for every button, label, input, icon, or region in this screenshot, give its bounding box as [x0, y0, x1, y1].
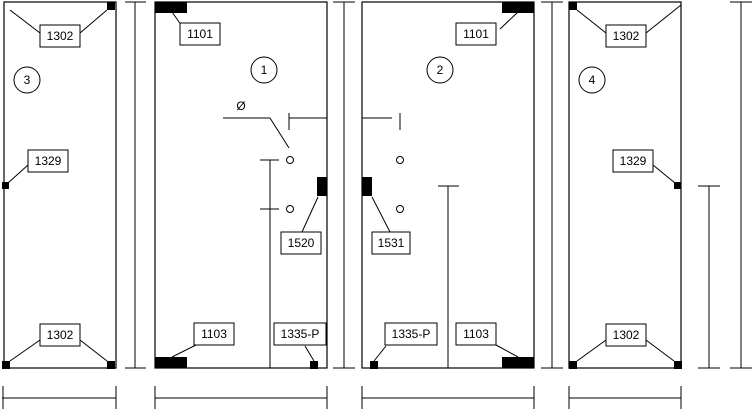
panel-1-bottom-pivot: [155, 357, 187, 368]
panel-1-latch-label: 1520: [288, 236, 315, 250]
panel-2-top-pivot-tag: [455, 22, 497, 46]
panel-3-number: 3: [24, 73, 31, 87]
panel-2-number: 2: [437, 63, 444, 77]
panel-4: 4 1302 1329 1302: [568, 1, 682, 369]
panel-1-strike-plate: [310, 361, 318, 369]
panel-4-top-patch-tag: [605, 24, 647, 48]
panel-2-top-pivot: [502, 2, 534, 13]
panel-1-strike-plate-label: 1335-P: [281, 327, 320, 341]
panel-2-strike-plate: [370, 361, 378, 369]
panel-4-top-left-patch: [569, 2, 577, 10]
panel-4-top-patch-label: 1302: [613, 29, 640, 43]
panel-3-side-clamp-tag: [27, 149, 69, 173]
panel-2-latch: [362, 177, 372, 196]
panel-3-side-clamp: [2, 182, 9, 189]
panel-1-handle-hole-upper: [286, 156, 294, 164]
panel-2-strike-plate-tag: [384, 322, 438, 346]
panel-3-bottom-patch-label: 1302: [47, 328, 74, 342]
panel-2-bottom-pivot-label: 1103: [463, 327, 489, 341]
panel-1-handle-hole-lower: [286, 205, 294, 213]
panel-3-number-circle: [13, 66, 41, 94]
panel-2-handle-hole-lower: [396, 205, 404, 213]
panel-3-bottom-right-patch: [107, 361, 115, 369]
panel-3: 3 1302 1329 1302: [2, 1, 117, 369]
panel-2-top-pivot-label: 1101: [463, 27, 489, 41]
panel-1-bottom-pivot-tag: [193, 322, 235, 346]
panel-2-latch-tag: [371, 231, 411, 255]
panel-2-bottom-pivot-tag: [455, 322, 497, 346]
panel-1-diameter-symbol: Ø: [236, 99, 245, 113]
panel-2-strike-plate-label: 1335-P: [392, 327, 431, 341]
panel-4-number: 4: [589, 73, 596, 87]
panel-4-bottom-patch-label: 1302: [613, 328, 640, 342]
panel-2-bottom-pivot: [502, 357, 534, 368]
panel-3-top-right-patch: [107, 2, 115, 10]
panel-1-top-pivot: [155, 2, 187, 13]
panel-4-bottom-left-patch: [569, 361, 577, 369]
panel-4-side-clamp-tag: [612, 149, 654, 173]
panel-3-glass: [3, 1, 117, 369]
panel-2: 2 1101 1531 1335-P 1103: [361, 1, 535, 369]
panel-1-number-circle: [250, 56, 278, 84]
panel-3-side-clamp-label: 1329: [35, 154, 62, 168]
panel-4-number-circle: [578, 66, 606, 94]
panel-3-bottom-patch-tag: [39, 323, 81, 347]
panel-3-top-patch-label: 1302: [47, 29, 74, 43]
panel-2-handle-hole-upper: [396, 156, 404, 164]
panel-1: 1 1101 Ø 1520 1103 1335-P: [154, 1, 328, 369]
panel-2-number-circle: [426, 56, 454, 84]
panel-4-bottom-patch-tag: [605, 323, 647, 347]
panel-4-glass: [568, 1, 682, 369]
panel-1-number: 1: [261, 63, 268, 77]
panel-4-side-clamp-label: 1329: [620, 154, 647, 168]
panel-1-latch-tag: [280, 231, 322, 255]
panel-1-bottom-pivot-label: 1103: [201, 327, 227, 341]
panel-1-glass: [154, 1, 328, 369]
panel-4-bottom-right-patch: [674, 361, 682, 369]
panel-3-top-patch-tag: [39, 24, 81, 48]
panel-1-top-pivot-tag: [179, 22, 221, 46]
panel-1-latch: [317, 177, 327, 196]
panel-3-bottom-left-patch: [2, 361, 10, 369]
panel-1-top-pivot-label: 1101: [187, 27, 213, 41]
panel-1-strike-plate-tag: [273, 322, 327, 346]
panel-4-side-clamp: [674, 182, 681, 189]
panel-2-latch-label: 1531: [378, 236, 405, 250]
